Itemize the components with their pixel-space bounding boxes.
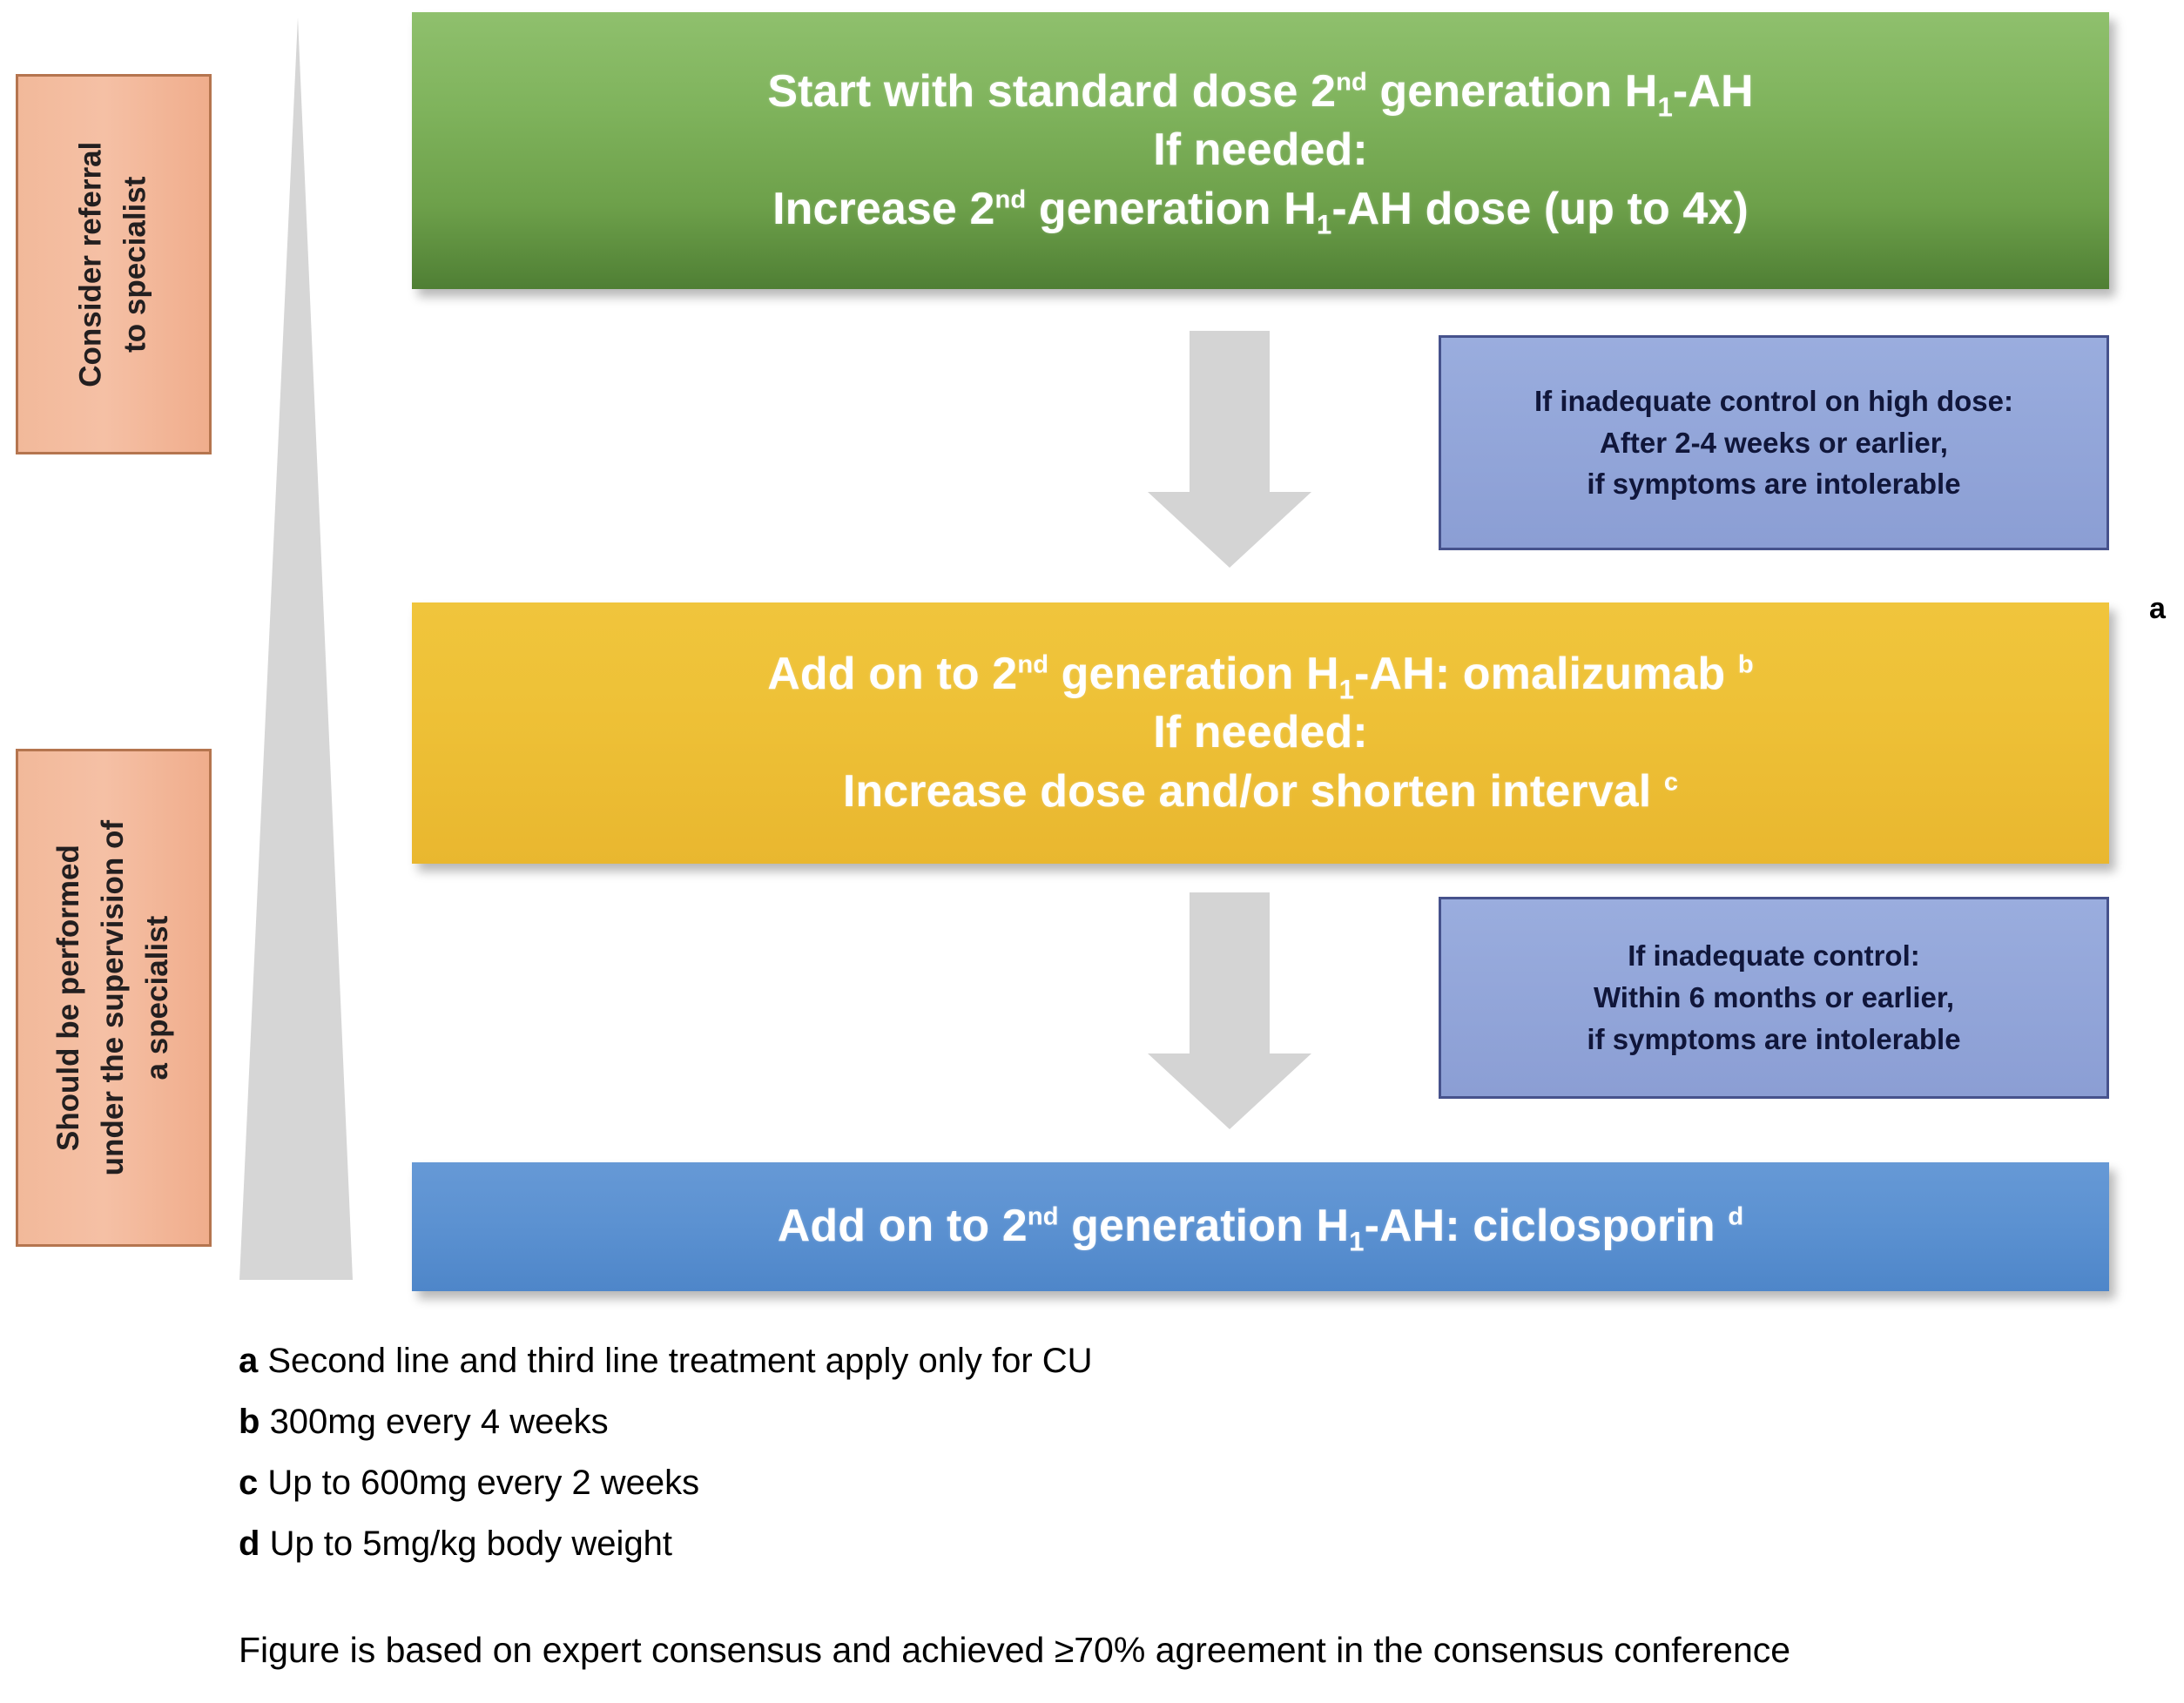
footnote-b: b 300mg every 4 weeks [239,1404,2154,1439]
footnote-d-text: Up to 5mg/kg body weight [269,1525,673,1563]
note-2-line-3: if symptoms are intolerable [1587,1022,1961,1055]
escalation-pyramid-icon [239,17,353,1280]
step-second-line-text-3: Increase dose and/or shorten interval c [842,765,1679,817]
consensus-note: Figure is based on expert consensus and … [239,1630,1791,1670]
note-2-line-2: Within 6 months or earlier, [1593,981,1955,1014]
footnote-c: c Up to 600mg every 2 weeks [239,1465,2154,1500]
footnote-d: d Up to 5mg/kg body weight [239,1526,2154,1561]
step-third-line-text-1: Add on to 2nd generation H1-AH: ciclospo… [777,1201,1744,1257]
step-second-line-text-1: Add on to 2nd generation H1-AH: omalizum… [767,648,1754,704]
footnote-list: a Second line and third line treatment a… [239,1343,2154,1587]
step-first-line-box: Start with standard dose 2nd generation … [412,12,2109,289]
footnote-c-text: Up to 600mg every 2 weeks [267,1464,700,1502]
down-arrow-icon-2 [1148,892,1311,1129]
step-first-line-text-3: Increase 2nd generation H1-AH dose (up t… [772,183,1749,240]
footnote-a-key: a [239,1342,259,1380]
step-first-line-text-2: If needed: [1153,125,1368,176]
note-1-line-3: if symptoms are intolerable [1587,468,1961,501]
step-third-line-box: Add on to 2nd generation H1-AH: ciclospo… [412,1162,2109,1291]
footnote-c-key: c [239,1464,259,1502]
step-second-line-box: Add on to 2nd generation H1-AH: omalizum… [412,602,2109,864]
note-inadequate-high-dose: If inadequate control on high dose: Afte… [1439,335,2109,550]
down-arrow-icon-1 [1148,331,1311,568]
step-first-line-text-1: Start with standard dose 2nd generation … [767,65,1754,122]
note-1-line-2: After 2-4 weeks or earlier, [1600,426,1948,459]
note-1-line-1: If inadequate control on high dose: [1534,384,2013,417]
note-inadequate-control: If inadequate control: Within 6 months o… [1439,897,2109,1099]
note-2-line-1: If inadequate control: [1628,939,1920,973]
footnote-b-text: 300mg every 4 weeks [269,1403,609,1441]
step-second-line-text-2: If needed: [1153,707,1368,758]
marker-a: a [2149,592,2166,625]
footnote-b-key: b [239,1403,260,1441]
footnote-a-text: Second line and third line treatment app… [267,1342,1093,1380]
footnote-d-key: d [239,1525,260,1563]
footnote-a: a Second line and third line treatment a… [239,1343,2154,1378]
